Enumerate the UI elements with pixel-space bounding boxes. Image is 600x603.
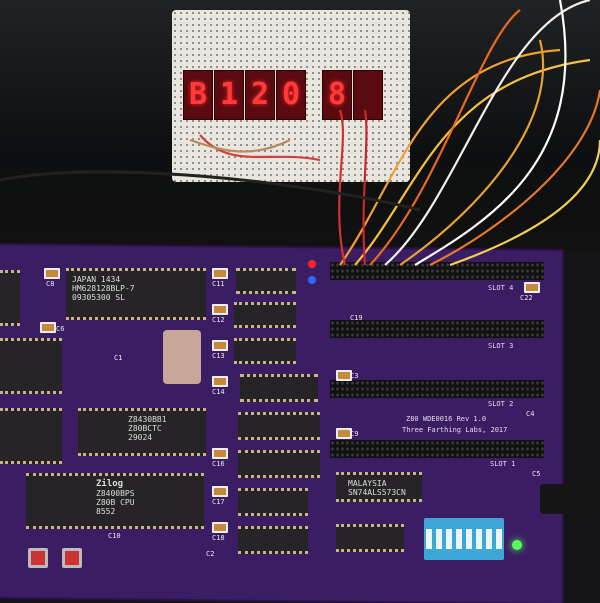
chip-text: SN74ALS573CN — [348, 488, 406, 497]
capacitor-label: C13 — [212, 352, 225, 360]
wire — [384, 0, 591, 266]
capacitor — [40, 322, 56, 333]
capacitor-label: C9 — [350, 430, 359, 438]
capacitor-label: C11 — [212, 280, 225, 288]
chip-text: MALAYSIA — [348, 479, 387, 488]
led-digit: 8 — [322, 70, 352, 120]
wire — [199, 134, 321, 162]
capacitor-label: C14 — [212, 388, 225, 396]
chip — [0, 408, 62, 464]
capacitor-label: C12 — [212, 316, 225, 324]
capacitor-label: C17 — [212, 498, 225, 506]
capacitor — [212, 522, 228, 533]
wire — [354, 58, 591, 266]
wire — [414, 0, 567, 266]
wire — [339, 48, 561, 266]
chip-text: Z80B CPU — [96, 498, 135, 507]
board-title: Z80 WDE0016 Rev 1.0 — [406, 415, 487, 423]
ram-chip: JAPAN 1434 HM628128BLP-7 09305300 SL — [66, 268, 206, 320]
capacitor — [336, 370, 352, 381]
capacitor-label: C5 — [532, 470, 541, 478]
chip-text: Z80BCTC — [128, 424, 162, 433]
led-digit: 0 — [276, 70, 306, 120]
capacitor — [44, 268, 60, 279]
wire — [362, 109, 368, 266]
chip — [0, 338, 62, 394]
power-jack[interactable] — [540, 484, 600, 514]
push-button[interactable] — [62, 548, 82, 568]
led-digit — [353, 70, 383, 120]
green-led — [512, 540, 522, 550]
expansion-slot-3[interactable] — [330, 320, 544, 338]
wire — [429, 89, 600, 266]
capacitor-label: C8 — [46, 280, 55, 288]
slot-label: SLOT 4 — [488, 284, 514, 292]
capacitor — [212, 486, 228, 497]
capacitor — [212, 304, 228, 315]
led-digit: B — [183, 70, 213, 120]
logic-chip — [236, 268, 296, 294]
capacitor — [212, 376, 228, 387]
dip-switch[interactable] — [424, 518, 504, 560]
chip-text: 8552 — [96, 507, 116, 516]
logic-chip — [238, 526, 308, 554]
chip-text: Z8400BPS — [96, 489, 135, 498]
chip — [0, 270, 20, 326]
wire — [399, 39, 545, 266]
capacitor-label: C18 — [212, 534, 225, 542]
capacitor-label: C10 — [108, 532, 121, 540]
capacitor — [212, 448, 228, 459]
expansion-slot-4[interactable] — [330, 262, 544, 280]
wire — [189, 138, 291, 153]
chip-text: Zilog — [96, 479, 124, 489]
wire — [369, 9, 521, 266]
chip-text: 09305300 SL — [72, 293, 125, 302]
capacitor — [212, 268, 228, 279]
wire — [338, 109, 347, 266]
capacitor-label: C22 — [520, 294, 533, 302]
capacitor-label: C1 — [114, 354, 123, 362]
cpu-chip: Zilog Z8400BPS Z80B CPU 8552 — [26, 473, 204, 529]
capacitor-label: C3 — [350, 372, 359, 380]
logic-chip — [336, 524, 404, 552]
capacitor-label: C6 — [56, 325, 65, 333]
crystal-oscillator — [163, 330, 201, 384]
slot-label: SLOT 3 — [488, 342, 514, 350]
logic-chip — [238, 450, 320, 478]
slot-label: SLOT 2 — [488, 400, 514, 408]
logic-chip — [234, 302, 296, 328]
board-credit: Three Farthing Labs, 2017 — [402, 426, 508, 434]
slot-label: SLOT 1 — [490, 460, 516, 468]
latch-chip: MALAYSIA SN74ALS573CN — [336, 472, 422, 502]
chip-text: Z8430BB1 — [128, 415, 167, 424]
capacitor-label: C16 — [212, 460, 225, 468]
led-digit: 1 — [214, 70, 244, 120]
capacitor-label: C4 — [526, 410, 535, 418]
chip-text: 29024 — [128, 433, 153, 442]
capacitor-label: C2 — [206, 550, 215, 558]
chip-text: HM628128BLP-7 — [72, 284, 135, 293]
logic-chip — [238, 412, 320, 440]
expansion-slot-2[interactable] — [330, 380, 544, 398]
blue-led — [308, 276, 316, 284]
ctc-chip: Z8430BB1 Z80BCTC 29024 — [78, 408, 206, 456]
capacitor — [212, 340, 228, 351]
reset-button[interactable] — [28, 548, 48, 568]
expansion-slot-1[interactable] — [330, 440, 544, 458]
capacitor-label: C19 — [350, 314, 363, 322]
logic-chip — [234, 338, 296, 364]
red-led — [308, 260, 316, 268]
wire — [449, 139, 600, 267]
capacitor — [336, 428, 352, 439]
led-digit: 2 — [245, 70, 275, 120]
logic-chip — [240, 374, 318, 402]
capacitor — [524, 282, 540, 293]
logic-chip — [238, 488, 308, 516]
chip-text: JAPAN 1434 — [72, 275, 121, 284]
cable — [0, 170, 421, 212]
